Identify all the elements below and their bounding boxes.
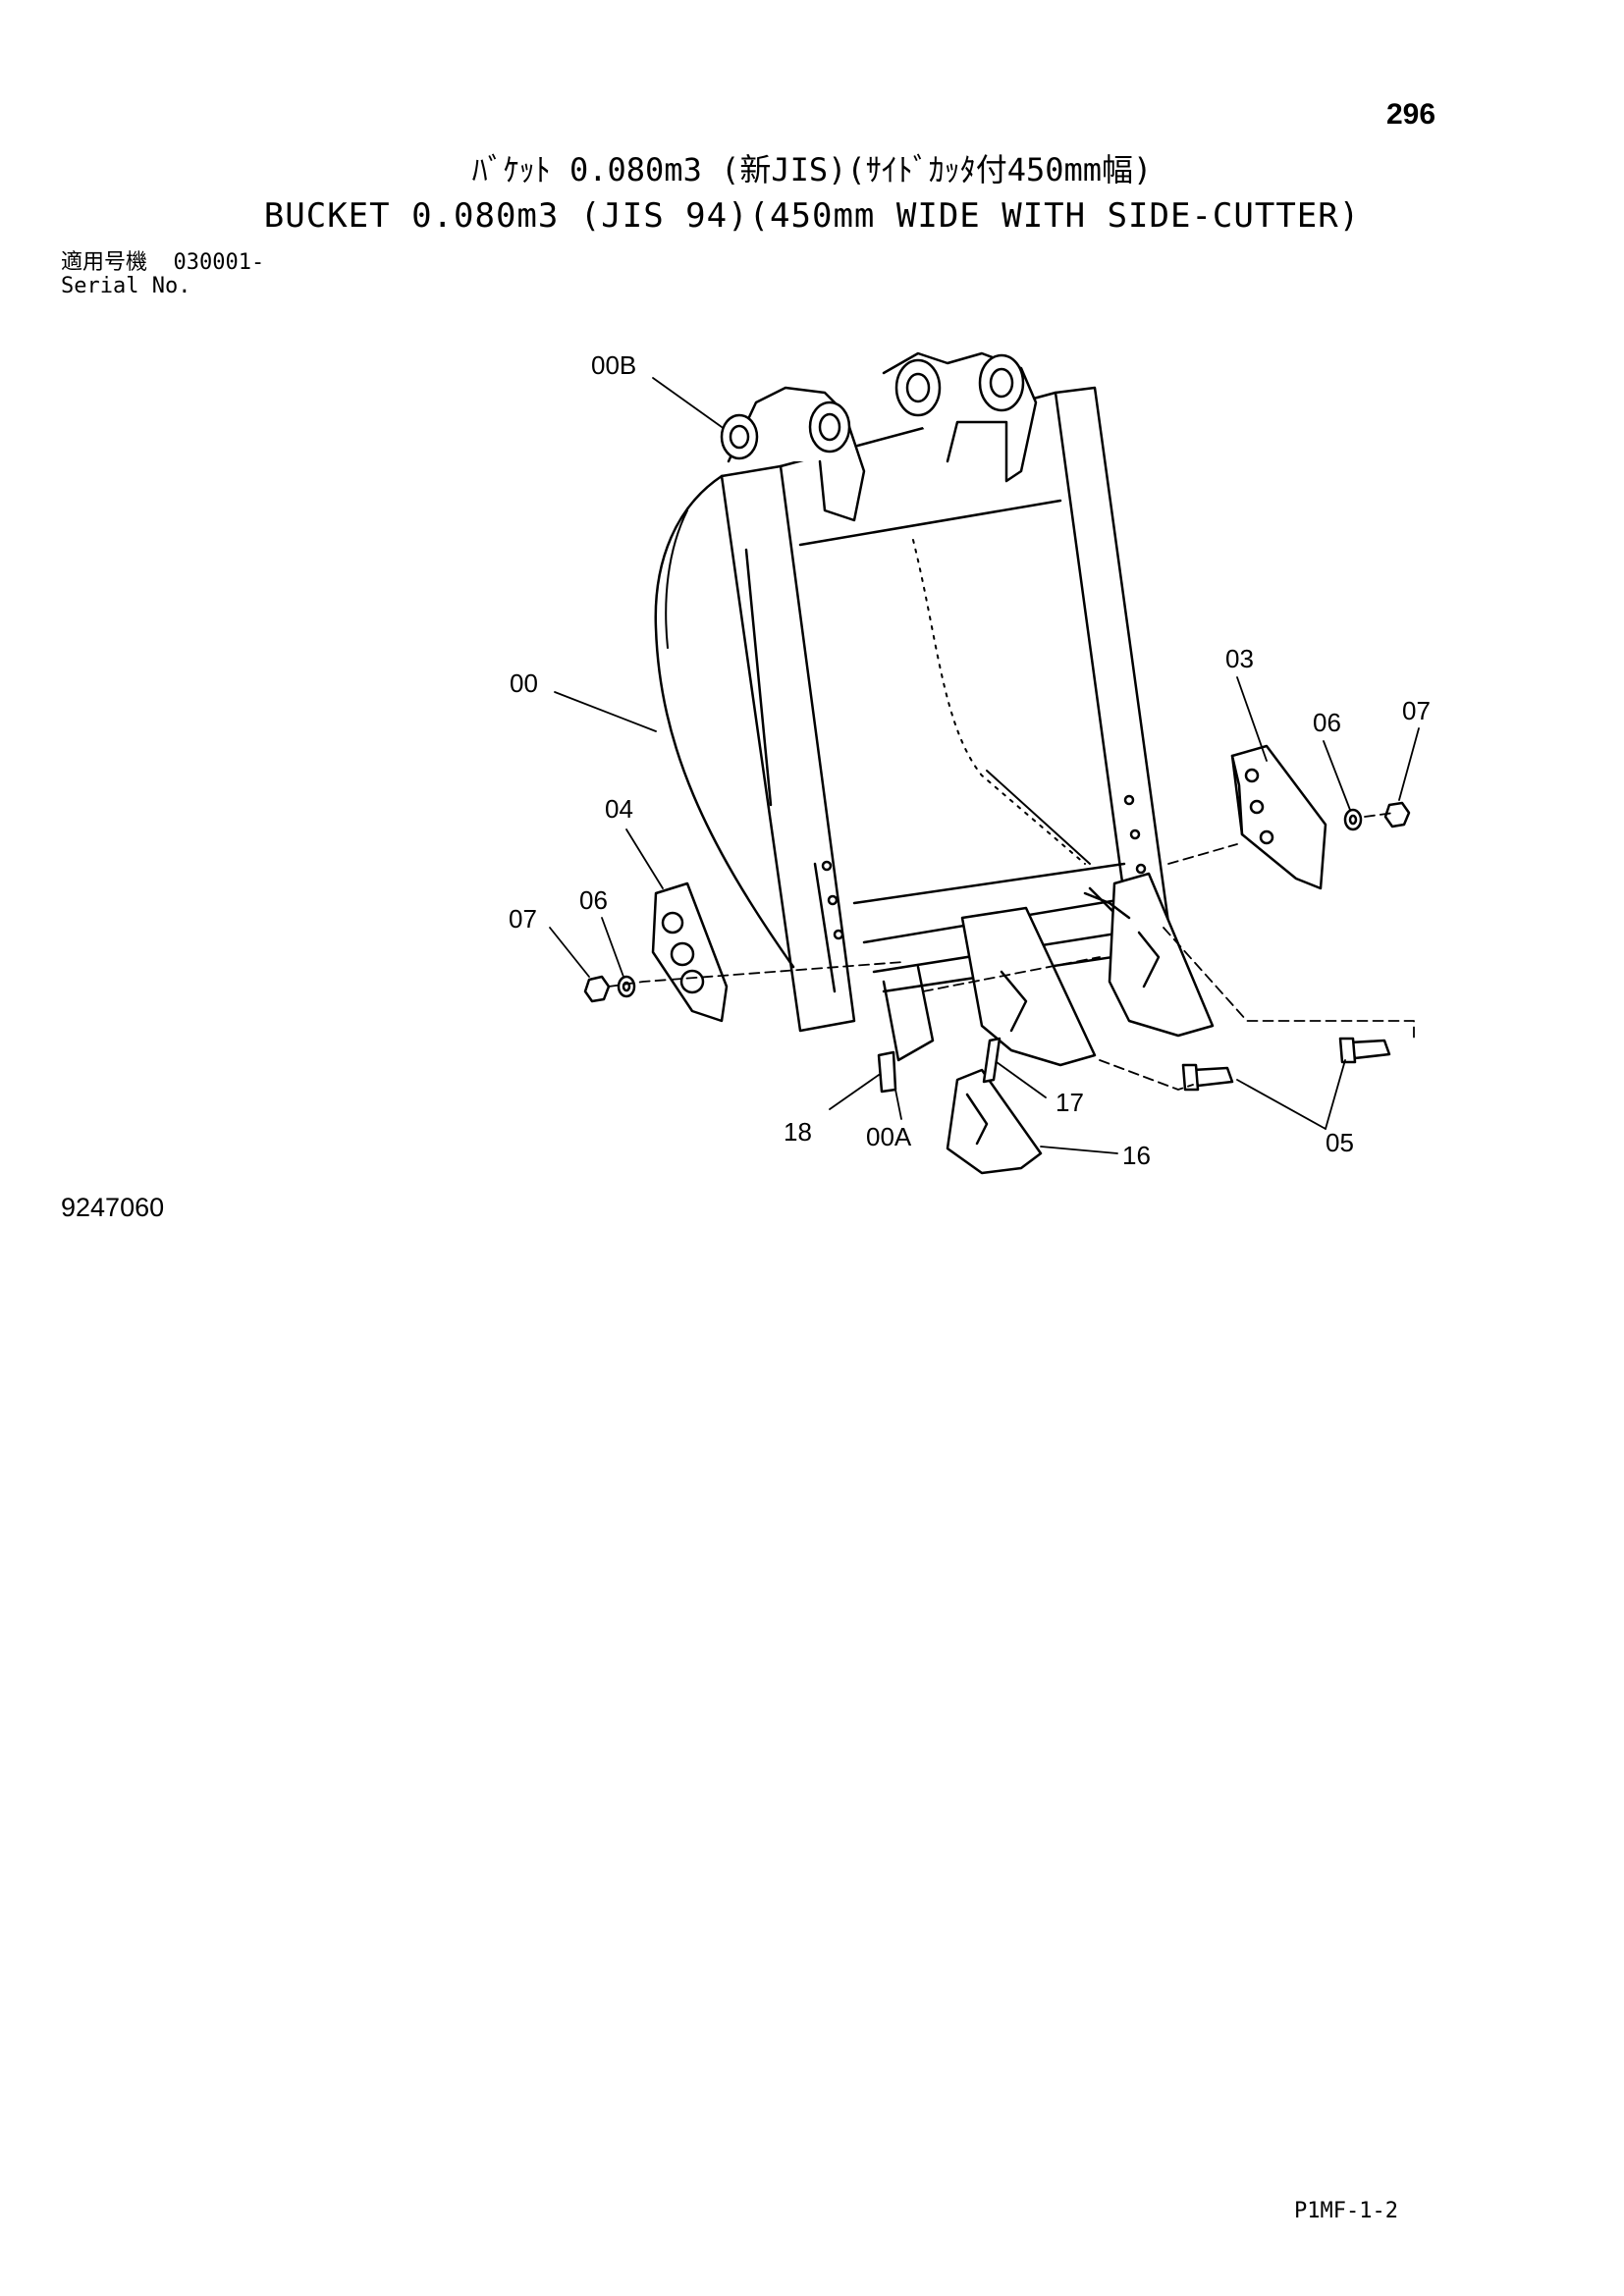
leader-lines [549,377,1420,1154]
teeth-drawing [877,872,1391,1175]
nuts-washers-drawing [583,801,1411,1003]
title-english: BUCKET 0.080m3 (JIS 94)(450mm WIDE WITH … [263,196,1361,236]
callout-05: 05 [1326,1128,1354,1157]
serial-row-jp: 適用号機 030001- [61,251,264,275]
callout-07-left: 07 [509,904,537,934]
serial-label-en: Serial No. [61,274,191,298]
callout-06-right: 06 [1313,708,1341,737]
serial-block: 適用号機 030001- Serial No. [61,251,264,298]
side-cutter-left-drawing [651,881,729,1023]
callout-labels: 00B 00 03 06 07 04 07 06 17 18 00A 16 05 [509,350,1431,1170]
page-code: P1MF-1-2 [1294,2199,1398,2223]
callout-03: 03 [1225,644,1254,673]
drawing-number: 9247060 [61,1193,165,1222]
callout-04: 04 [605,794,633,824]
callout-06-left: 06 [579,885,608,915]
callout-18: 18 [784,1117,812,1147]
callout-07-right: 07 [1402,696,1431,725]
assembly-dashed-lines [608,812,1415,1091]
serial-value: 030001- [173,250,265,275]
callout-16: 16 [1122,1141,1151,1170]
callout-00A: 00A [866,1122,912,1151]
callout-00B: 00B [591,350,636,380]
callout-17: 17 [1056,1088,1084,1117]
bucket-body-drawing [654,386,1170,1062]
callout-00: 00 [510,668,538,698]
title-japanese: ﾊﾞｹｯﾄ 0.080m3 (新JIS)(ｻｲﾄﾞｶｯﾀ付450mm幅) [471,151,1153,188]
side-cutter-right-drawing [1230,744,1327,890]
exploded-parts-diagram: 00B 00 03 06 07 04 07 06 17 18 00A 16 05 [509,350,1431,1175]
page-number: 296 [1386,98,1436,131]
serial-label-jp: 適用号機 [61,250,148,275]
bucket-bosses-drawing [720,351,1038,522]
